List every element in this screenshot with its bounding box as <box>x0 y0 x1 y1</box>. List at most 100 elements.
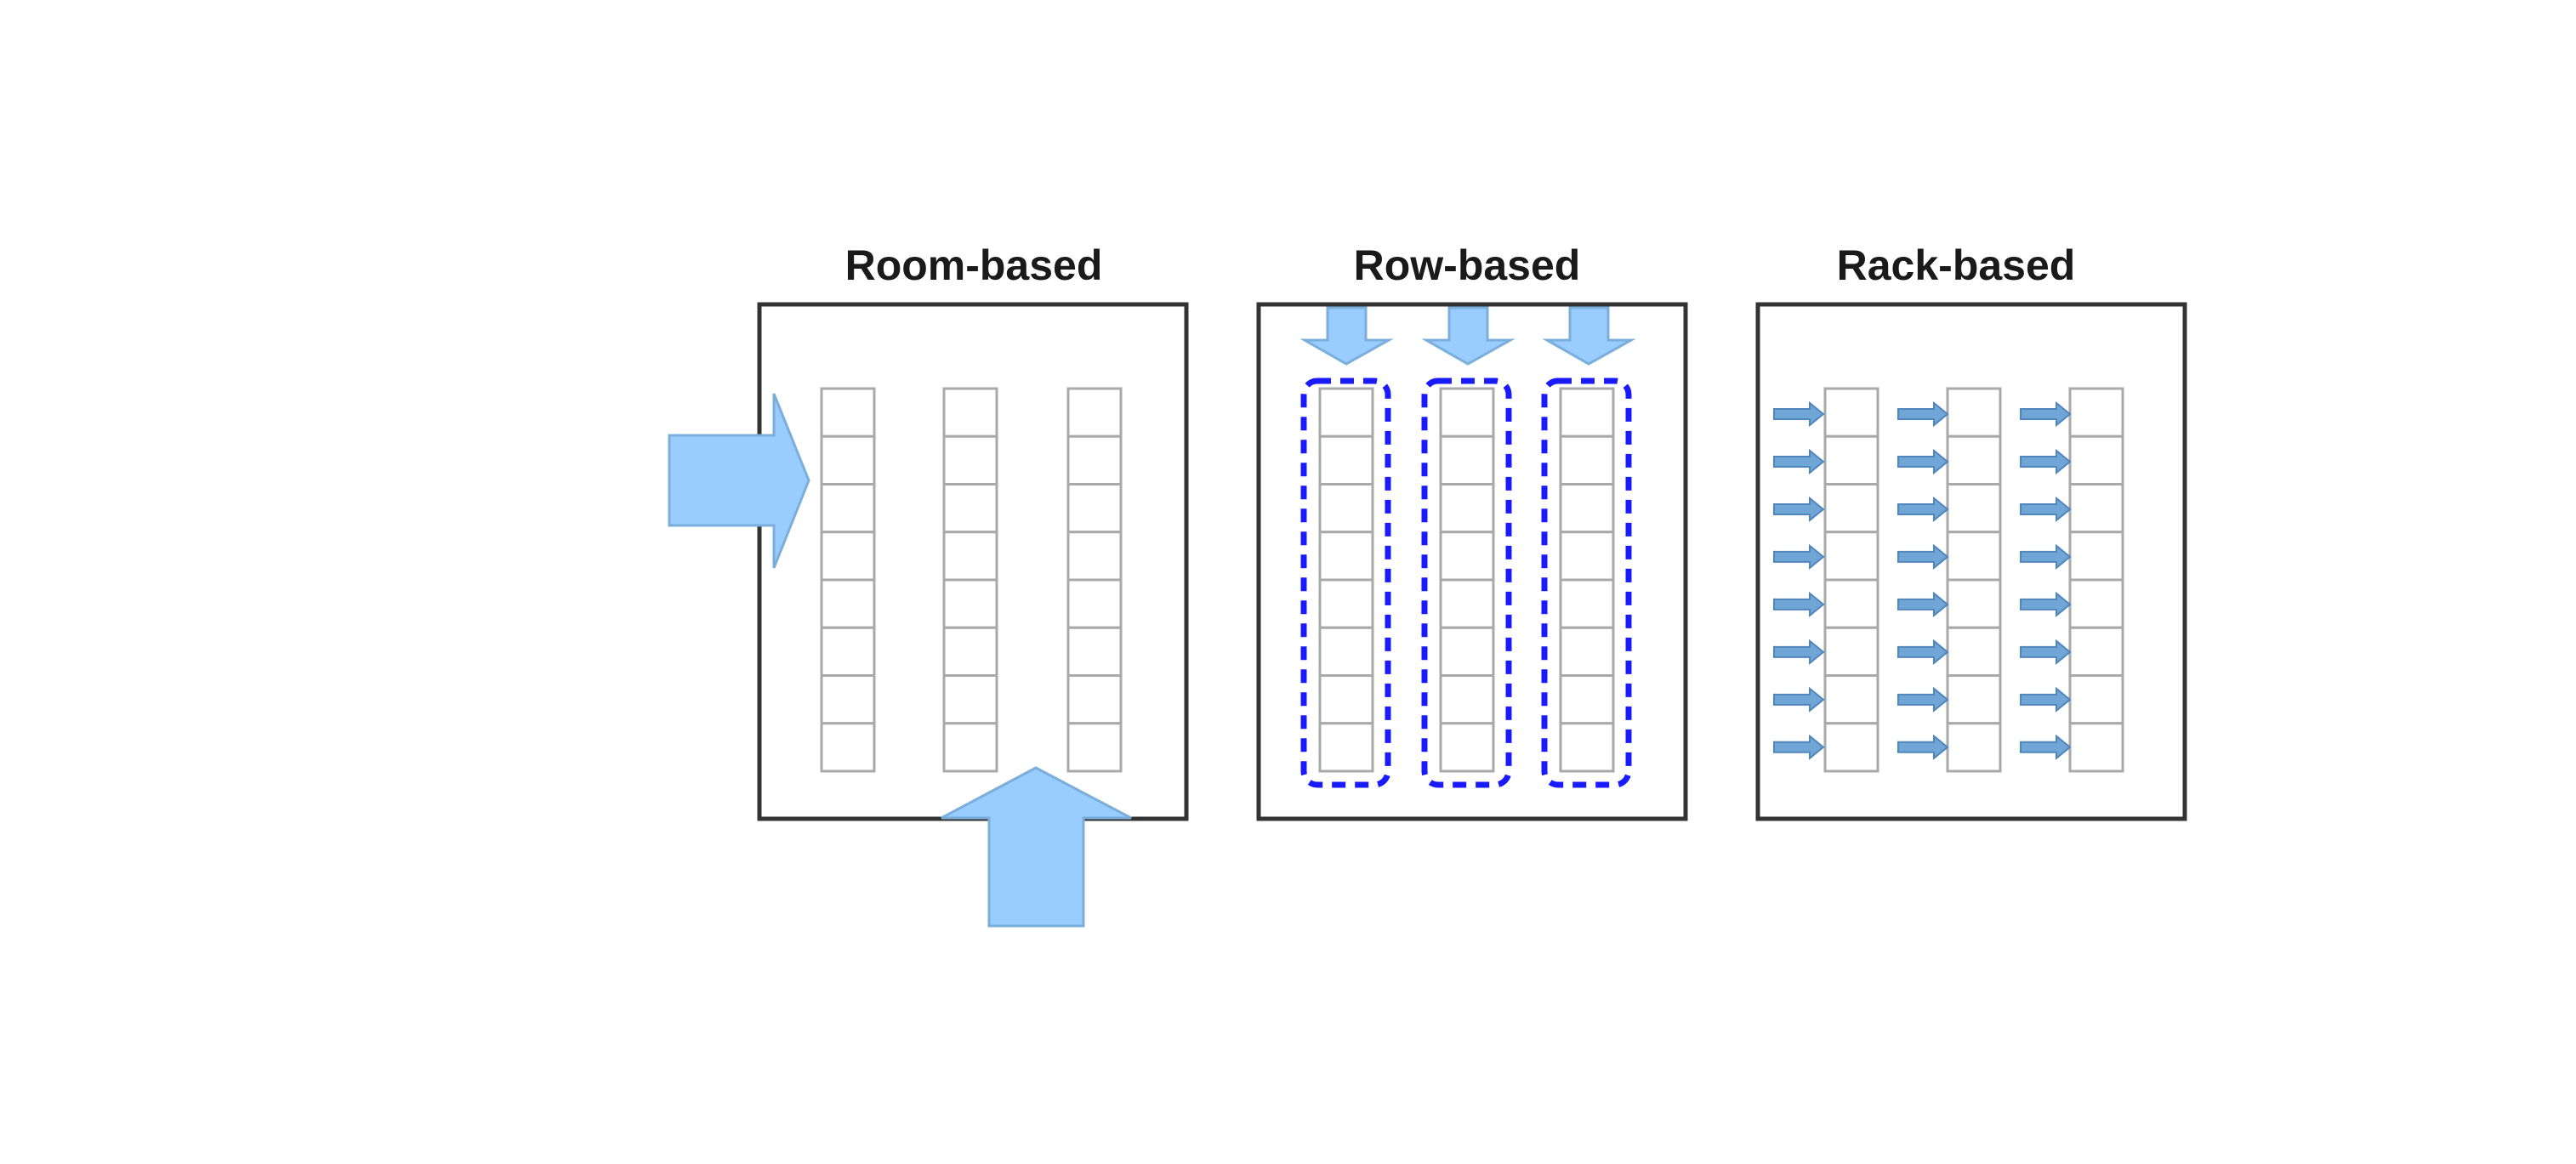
rack-unit <box>1559 387 1615 438</box>
row-airflow-arrow-icon <box>1421 306 1515 366</box>
rack-unit <box>1439 626 1495 677</box>
rack-unit <box>1559 531 1615 582</box>
rack-unit <box>2068 722 2124 773</box>
rack-unit <box>942 434 998 485</box>
rack-unit <box>1823 722 1879 773</box>
small-airflow-arrow-icon <box>2020 734 2072 760</box>
row-enclosure-icon <box>1541 378 1632 788</box>
rack-unit <box>1946 387 2002 438</box>
rack-unit <box>1066 626 1123 677</box>
rack-unit <box>1066 578 1123 629</box>
rack-unit <box>1439 434 1495 485</box>
rack-unit <box>1318 483 1374 534</box>
rack-unit <box>820 434 876 485</box>
rack-unit <box>820 626 876 677</box>
rack-column <box>2068 387 2124 773</box>
row-based-panel: Row-based <box>1256 241 1688 821</box>
rack-unit <box>942 626 998 677</box>
rack-unit <box>1823 626 1879 677</box>
rack-unit <box>820 387 876 438</box>
rack-unit <box>1318 674 1374 725</box>
rack-unit <box>1559 434 1615 485</box>
rack-unit <box>1823 578 1879 629</box>
rack-unit <box>1439 722 1495 773</box>
rack-unit <box>1066 387 1123 438</box>
bottom-airflow-arrow-icon <box>941 766 1132 928</box>
rack-unit <box>1066 483 1123 534</box>
rack-unit <box>1559 578 1615 629</box>
rack-unit <box>1559 674 1615 725</box>
rack-unit <box>1066 434 1123 485</box>
rack-column <box>1559 387 1615 773</box>
small-airflow-arrow-icon <box>1897 639 1949 665</box>
rack-column <box>1823 387 1879 773</box>
rack-unit <box>942 578 998 629</box>
rack-unit <box>2068 387 2124 438</box>
small-airflow-arrow-icon <box>1773 591 1825 617</box>
rack-unit <box>1823 674 1879 725</box>
row-airflow-arrow-icon <box>1299 306 1394 366</box>
rack-unit <box>1066 674 1123 725</box>
small-airflow-arrow-icon <box>2020 496 2072 523</box>
rack-unit <box>1318 626 1374 677</box>
rack-unit <box>1946 434 2002 485</box>
rack-unit <box>1946 578 2002 629</box>
rack-unit <box>1439 674 1495 725</box>
small-airflow-arrow-icon <box>2020 448 2072 475</box>
rack-unit <box>1559 483 1615 534</box>
rack-unit <box>1946 531 2002 582</box>
small-airflow-arrow-icon <box>1897 686 1949 713</box>
rack-unit <box>1439 578 1495 629</box>
rack-unit <box>1559 626 1615 677</box>
small-airflow-arrow-icon <box>1773 639 1825 665</box>
small-airflow-arrow-icon <box>1773 448 1825 475</box>
rack-column <box>1946 387 2002 773</box>
row-based-title: Row-based <box>1354 241 1581 289</box>
small-airflow-arrow-icon <box>2020 400 2072 428</box>
left-airflow-arrow-icon <box>668 393 810 569</box>
rack-unit <box>942 387 998 438</box>
rack-unit <box>1946 674 2002 725</box>
rack-unit <box>1823 483 1879 534</box>
rack-unit <box>820 483 876 534</box>
row-enclosure-icon <box>1300 378 1391 788</box>
row-enclosure-icon <box>1421 378 1512 788</box>
rack-unit <box>1318 531 1374 582</box>
rack-unit <box>1066 531 1123 582</box>
rack-based-panel: Rack-based <box>1755 241 2187 821</box>
rack-unit <box>1946 722 2002 773</box>
rack-unit <box>942 531 998 582</box>
rack-unit <box>820 674 876 725</box>
rack-unit <box>2068 626 2124 677</box>
rack-unit <box>820 578 876 629</box>
small-airflow-arrow-icon <box>2020 543 2072 571</box>
rack-unit <box>1946 626 2002 677</box>
rack-unit <box>942 674 998 725</box>
row-airflow-arrow-icon <box>1542 306 1636 366</box>
small-airflow-arrow-icon <box>1773 496 1825 523</box>
rack-unit <box>1439 483 1495 534</box>
rack-unit <box>2068 434 2124 485</box>
rack-column <box>1066 387 1123 773</box>
small-airflow-arrow-icon <box>1897 543 1949 571</box>
room-based-racks <box>820 387 1123 773</box>
rack-based-title: Rack-based <box>1837 241 2076 289</box>
rack-column <box>1439 387 1495 773</box>
rack-unit <box>1439 531 1495 582</box>
small-airflow-arrow-icon <box>1897 448 1949 475</box>
rack-column <box>1318 387 1374 773</box>
room-based-panel: Room-based <box>668 241 1189 928</box>
rack-unit <box>820 531 876 582</box>
rack-unit <box>2068 578 2124 629</box>
rack-unit <box>1318 722 1374 773</box>
rack-unit <box>1823 434 1879 485</box>
rack-unit <box>1318 578 1374 629</box>
rack-unit <box>1318 434 1374 485</box>
rack-unit <box>1318 387 1374 438</box>
rack-unit <box>2068 531 2124 582</box>
small-airflow-arrow-icon <box>1897 496 1949 523</box>
small-airflow-arrow-icon <box>1897 591 1949 617</box>
rack-airflow-arrows <box>1773 400 2072 760</box>
row-based-racks <box>1318 387 1615 773</box>
